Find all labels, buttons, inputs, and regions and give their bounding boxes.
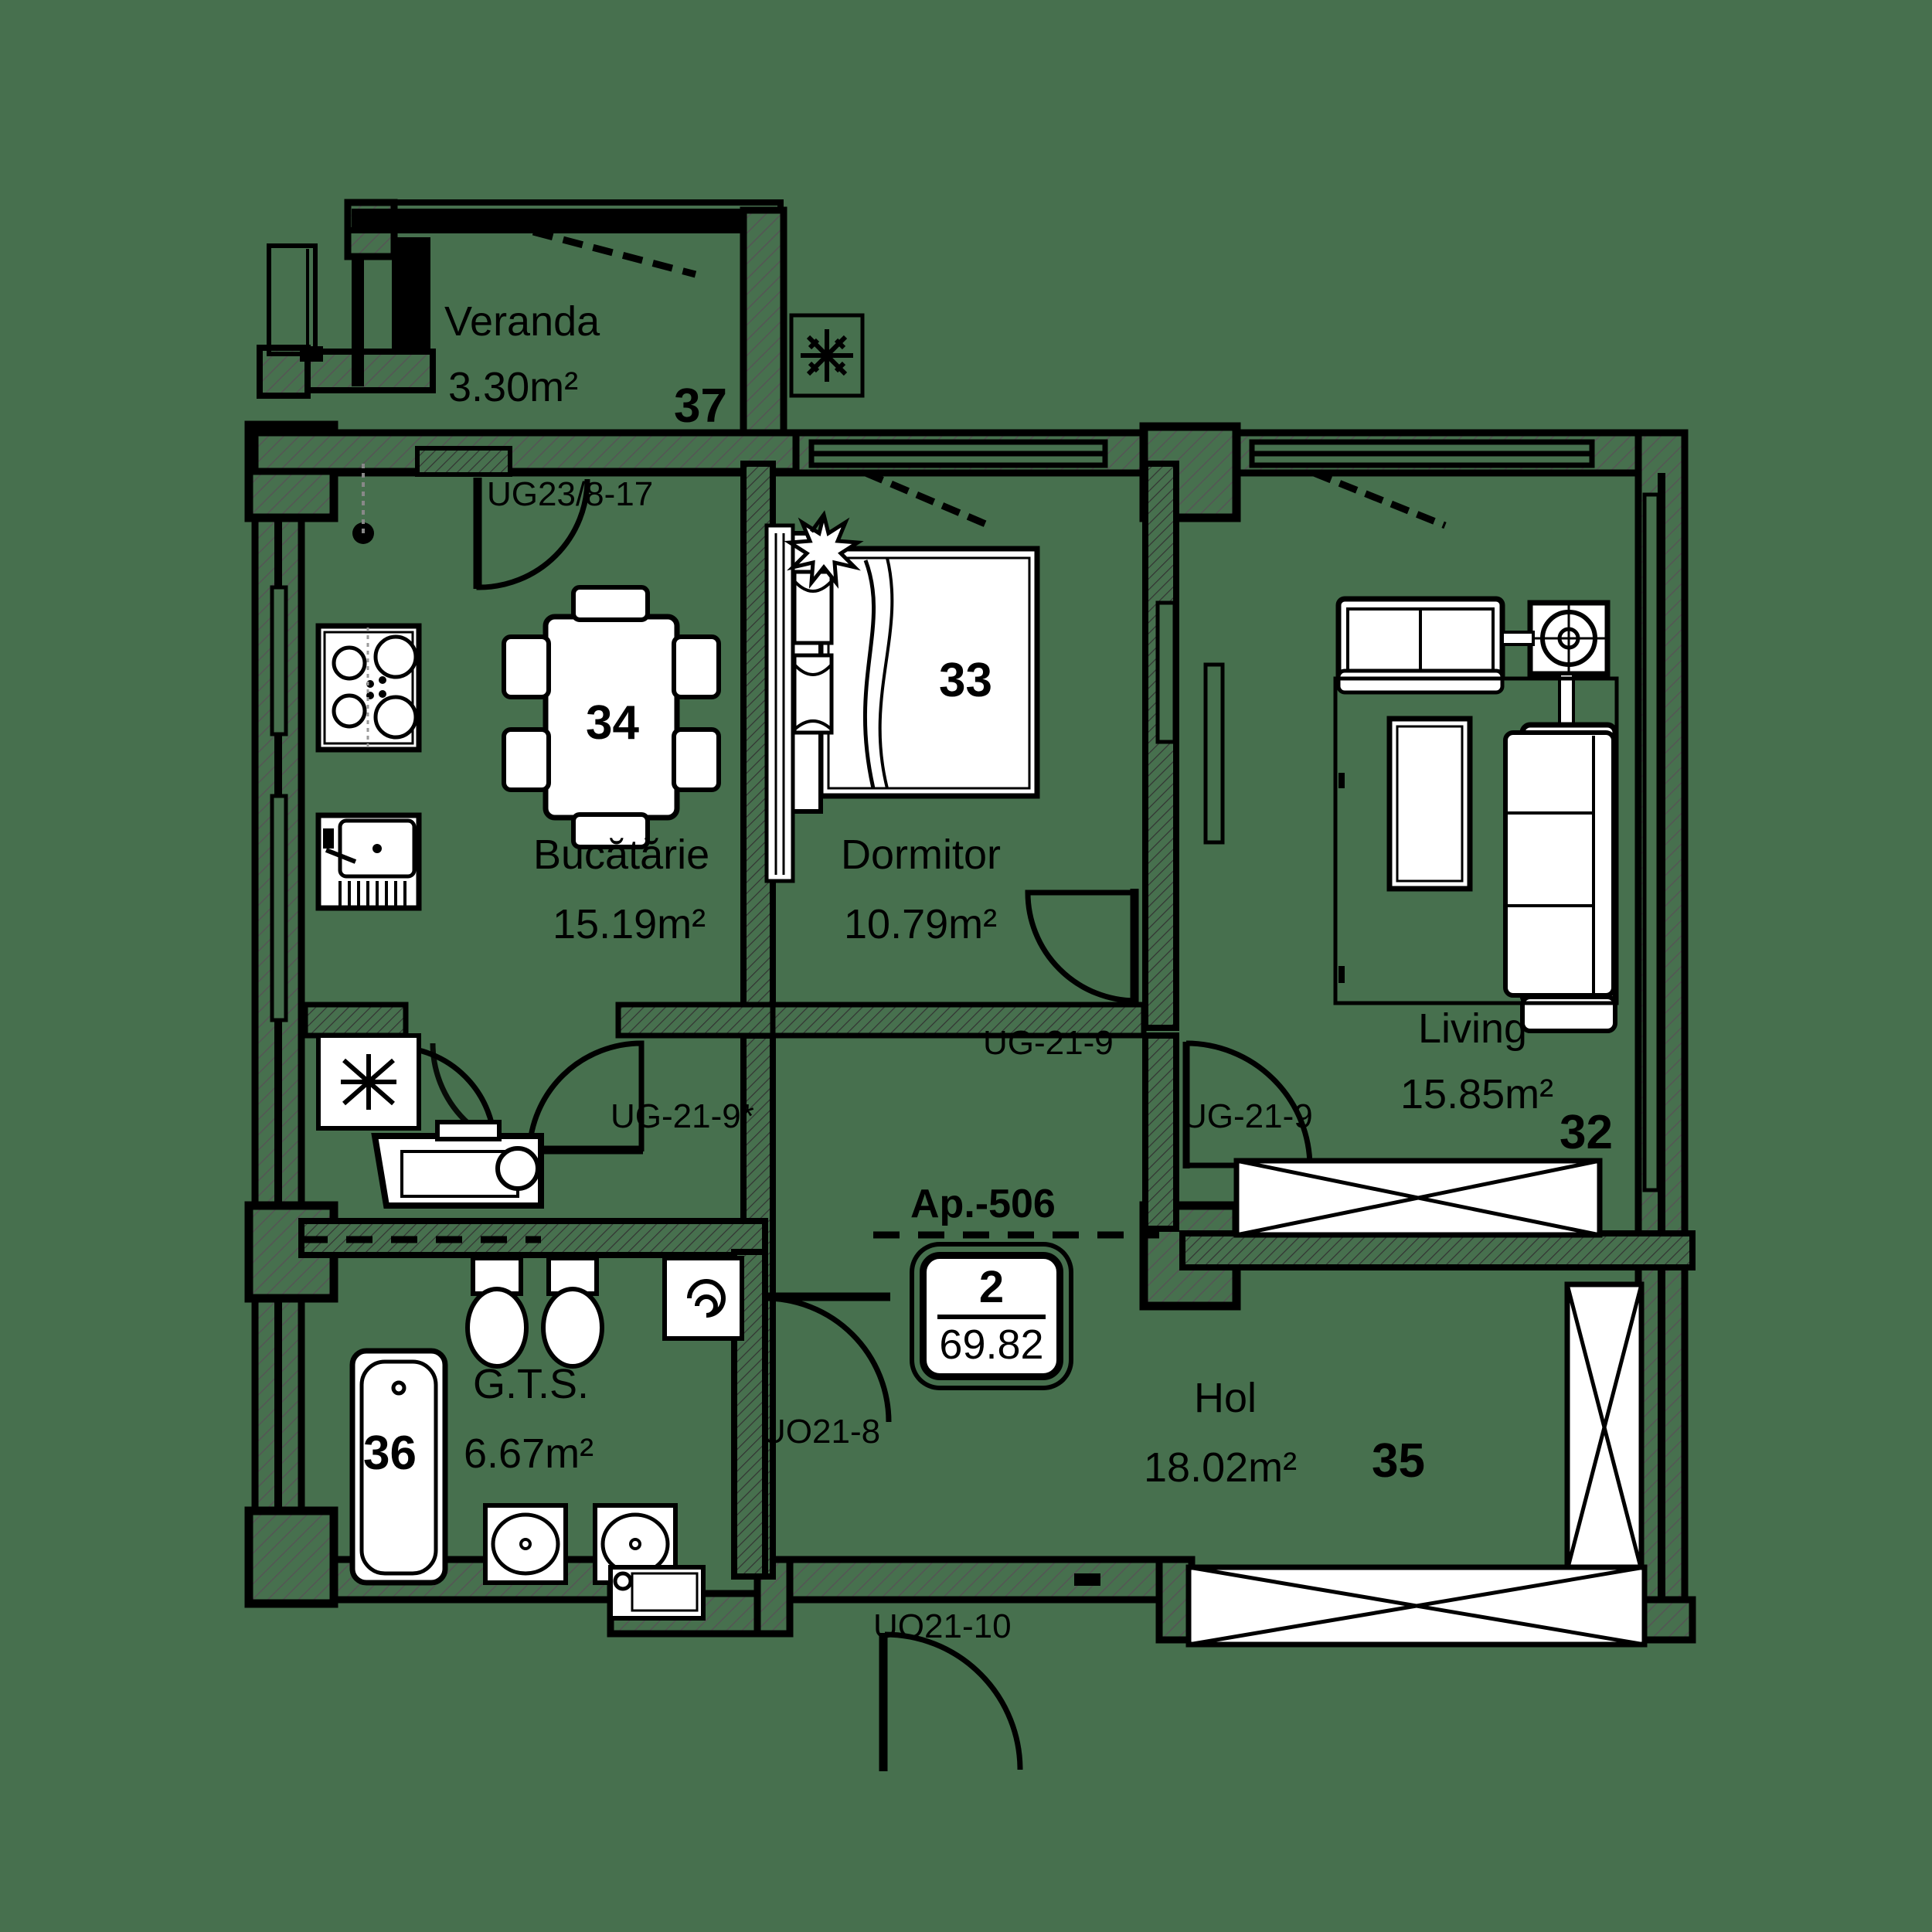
apartment-badge: 2 69.82 (920, 1252, 1063, 1380)
room-number-33: 33 (939, 654, 992, 707)
opening-code-ug23: UG23/8-17 (487, 475, 654, 513)
boundary-dashline (301, 1231, 1159, 1243)
washbasin (483, 1503, 568, 1585)
tv-stand (1501, 600, 1611, 730)
opening-code-entry: UO21-10 (873, 1607, 1012, 1645)
coffee-table (1386, 716, 1473, 892)
stove-4-burner (315, 623, 422, 753)
wall-structure (244, 199, 1696, 1644)
room-label-veranda: Veranda (444, 298, 600, 345)
wardrobe (1233, 1158, 1603, 1238)
armchair (1503, 722, 1618, 1033)
ceiling-fixture (352, 464, 374, 544)
badge-rooms: 2 (978, 1262, 1005, 1312)
apartment-label: Ap.-506 (910, 1182, 1056, 1226)
dining-table (502, 585, 721, 849)
opening-code-bedroom: UG-21-9 (983, 1024, 1114, 1062)
wardrobe (1185, 1564, 1648, 1648)
room-area-dormitor: 10.79m² (844, 901, 998, 947)
carpet (1333, 676, 1619, 1005)
toilet (541, 1256, 604, 1369)
badge-area: 69.82 (939, 1321, 1044, 1368)
room-area-veranda: 3.30m² (448, 364, 579, 410)
plant (784, 510, 864, 589)
wardrobe (1564, 1281, 1645, 1573)
room-number-35: 35 (1372, 1434, 1425, 1488)
room-label-dormitor: Dormitor (841, 832, 1002, 878)
room-number-36: 36 (363, 1427, 417, 1480)
switch-mark (1074, 1573, 1100, 1586)
room-label-living: Living (1418, 1005, 1528, 1052)
room-area-bucatarie: 15.19m² (553, 901, 706, 947)
air-conditioner (789, 313, 865, 398)
bathtub (349, 1348, 448, 1586)
room-number-34: 34 (586, 696, 639, 750)
kitchen-sink (315, 812, 422, 911)
washing-machine (662, 1256, 744, 1341)
room-label-bucatarie: Bucătărie (533, 832, 710, 878)
bed-double (764, 523, 1040, 883)
sofa (1335, 596, 1505, 695)
room-area-gts: 6.67m² (464, 1430, 594, 1477)
fixtures-layer (301, 313, 1648, 1648)
room-label-hol: Hol (1194, 1375, 1257, 1421)
room-number-32: 32 (1560, 1106, 1613, 1159)
badge-divider (937, 1315, 1046, 1319)
refrigerator (316, 1033, 421, 1131)
utility-sink (608, 1565, 706, 1621)
shower-unit (371, 1120, 544, 1209)
opening-code-kitchen: UG-21-9* (611, 1097, 754, 1135)
opening-code-bath: UO21-8 (761, 1413, 881, 1451)
room-label-gts: G.T.S. (473, 1361, 590, 1407)
toilet (465, 1256, 529, 1369)
room-area-living: 15.85m² (1400, 1071, 1554, 1117)
opening-code-living: UG-21-9 (1182, 1097, 1313, 1135)
room-number-37: 37 (674, 379, 727, 433)
room-area-hol: 18.02m² (1144, 1444, 1298, 1491)
